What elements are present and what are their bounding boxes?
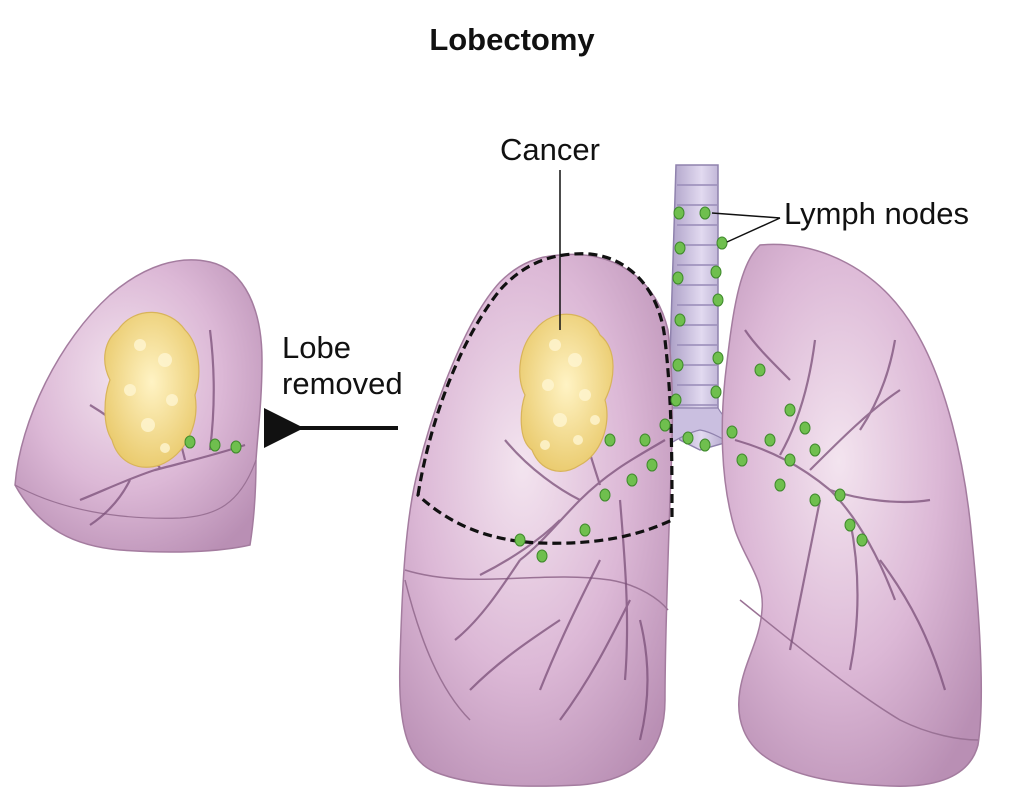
cancer-label: Cancer: [500, 132, 600, 167]
lymph-nodes: [184, 206, 868, 563]
removed-lobe-tumor: [104, 311, 200, 468]
removed-lobe-outline: [416, 252, 674, 545]
lung-with-lobe-outlined: [398, 252, 674, 787]
lobe-removed-label: Lobe removed: [282, 330, 403, 402]
lobe-removed-line2: removed: [282, 366, 403, 401]
lobe-removed-line1: Lobe: [282, 330, 351, 365]
leader-lines: [559, 170, 781, 330]
lung-right-side: [721, 243, 983, 787]
lymph-leader-line-1: [711, 212, 781, 219]
removed-lobe: [14, 259, 263, 553]
lymph-leader-line-2: [726, 217, 781, 243]
lymph-nodes-label: Lymph nodes: [784, 196, 969, 231]
cancer-tumor: [519, 313, 614, 472]
diagram-title: Lobectomy: [429, 22, 595, 57]
